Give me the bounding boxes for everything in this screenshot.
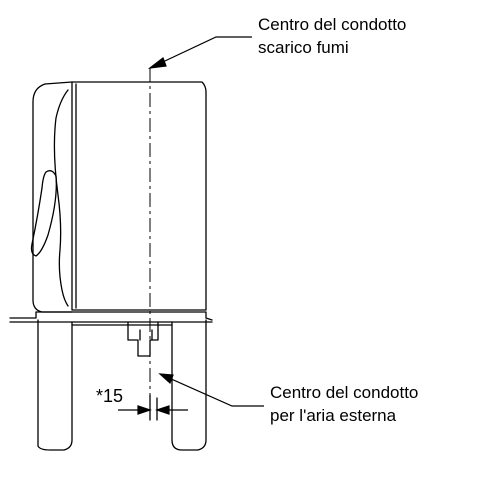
air-duct-connector [127, 321, 159, 357]
front-door [32, 81, 73, 313]
dim-arrow-right [155, 405, 170, 415]
flue-callout-line1: Centro del condotto [258, 15, 407, 34]
air-callout-line2: per l'aria esterna [270, 406, 397, 425]
appliance-body [71, 81, 207, 311]
right-leg [171, 319, 207, 451]
flue-leader-line [149, 36, 252, 69]
flue-leader-arrow [147, 57, 167, 69]
door-inner-contour [53, 89, 69, 307]
base-plate [9, 311, 213, 321]
air-leader-line [159, 373, 264, 407]
flue-callout-line2: scarico fumi [258, 38, 349, 57]
air-callout-line1: Centro del condotto [270, 383, 419, 402]
left-leg [37, 319, 73, 451]
door-handle [30, 170, 57, 257]
dimension-label: *15 [96, 386, 124, 406]
air-leader-arrow [158, 373, 174, 385]
dim-arrow-left [137, 405, 152, 415]
